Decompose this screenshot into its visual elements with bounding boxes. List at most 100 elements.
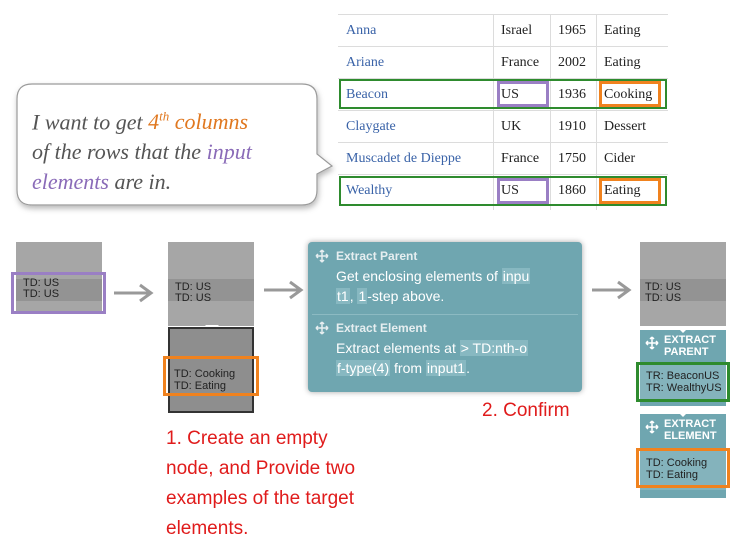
bubble-text-part: of the rows that the [32,139,207,165]
label-line: EXTRACT [664,418,716,430]
move-icon [645,420,659,434]
step2-annotation: 2. Confirm [482,400,570,421]
cell-country: US [501,87,519,102]
move-icon [315,321,329,335]
target-highlight-wealthy [599,178,661,204]
bubble-text-part: I want to get [32,109,149,135]
table-row: Beacon US 1936 Cooking [338,78,668,110]
cell-name[interactable]: Anna [346,23,377,38]
cell-name[interactable]: Wealthy [346,183,393,198]
input-selection-box [11,272,106,314]
input-highlight-wealthy [497,178,549,204]
result-row: TD: Eating [646,469,698,481]
input-highlight-beacon [497,81,549,107]
bubble-text: I want to get 4th columns of the rows th… [32,102,322,197]
cell-name[interactable]: Beacon [346,87,388,102]
cell-food: Eating [604,23,641,38]
node-line: TD: Eating [174,380,226,392]
ordinal-number: 4 [148,109,160,135]
table-row: Wealthy US 1860 Eating [338,174,668,206]
bubble-input-word: input [206,139,252,165]
annotation-line: 1. Create an empty [166,428,328,449]
variable-chip[interactable]: t1 [336,288,350,304]
target-highlight-beacon [599,81,661,107]
node-line: TD: US [175,292,212,304]
panel-text: Get enclosing elements of [336,268,502,284]
node-band [640,279,726,301]
cell-name[interactable]: Claygate [346,119,396,134]
node-band [168,279,254,301]
node-connector-icon [676,410,690,417]
extract-element-results: TD: Cooking TD: Eating [640,450,726,490]
input-node[interactable]: TD: US TD: US [168,242,254,326]
label-line: EXTRACT [664,334,716,346]
data-table: Anna Israel 1965 Eating Ariane France 20… [338,14,668,210]
panel-divider [312,314,578,315]
extract-element-title: Extract Element [336,321,427,335]
cell-country: France [501,55,540,70]
column-divider [493,14,494,210]
node-line: TD: Cooking [174,368,236,380]
row-highlight-wealthy [339,176,667,206]
cell-name[interactable]: Muscadet de Dieppe [346,151,462,166]
selector-chip[interactable]: f-type(4) [336,360,391,376]
parent-result-box [636,362,730,402]
node-line: TD: US [645,281,682,293]
cell-year: 1910 [558,119,586,134]
cell-food: Eating [604,183,641,198]
cell-food: Eating [604,55,641,70]
extract-parent-title: Extract Parent [336,249,418,263]
cell-year: 2002 [558,55,586,70]
cell-food: Dessert [604,119,646,134]
variable-chip[interactable]: input1 [425,360,467,376]
arrow-right-icon [114,283,154,303]
bubble-columns-word: columns [169,109,249,135]
cell-country: UK [501,119,522,134]
table-row: Anna Israel 1965 Eating [338,14,668,46]
input-node[interactable]: TD: US TD: US [16,242,102,312]
cell-country: Israel [501,23,533,38]
row-highlight-beacon [339,79,667,109]
node-connector-icon [676,326,690,333]
suggestion-panel: Extract Parent Get enclosing elements of… [308,242,582,392]
step1-annotation: 1. Create an empty node, and Provide two… [166,424,426,544]
arrow-right-icon [264,280,304,300]
bubble-elements-word: elements [32,169,109,195]
annotation-line: elements. [166,518,249,539]
cell-name[interactable]: Ariane [346,55,385,70]
annotation-line: node, and Provide two [166,458,356,479]
node-line: TD: US [23,277,60,289]
cell-year: 1750 [558,151,586,166]
node-band [16,279,102,301]
node-line: TD: US [175,281,212,293]
column-divider [550,14,551,210]
table-row: Ariane France 2002 Eating [338,46,668,78]
label-line: ELEMENT [664,430,717,442]
panel-text: . [466,360,470,376]
step-chip[interactable]: 1 [357,288,368,304]
input-node[interactable]: TD: US TD: US [640,242,726,326]
move-icon [645,336,659,350]
ordinal-suffix: th [159,109,170,124]
result-row: TD: Cooking [646,457,708,469]
cell-food: Cider [604,151,636,166]
speech-bubble-shape [16,83,334,206]
panel-text: Extract elements at [336,340,460,356]
variable-chip[interactable]: inpu [501,268,531,284]
empty-target-node[interactable]: TD: Cooking TD: Eating [168,327,254,413]
extract-parent-results: TR: BeaconUS TR: WealthyUS [640,364,726,400]
cell-country: France [501,151,540,166]
result-row: TR: WealthyUS [646,382,722,394]
panel-text: -step above. [367,288,445,304]
node-line: TD: US [645,292,682,304]
element-result-box [636,448,730,488]
selector-chip[interactable]: > TD:nth-o [459,340,528,356]
bubble-ordinal: 4th columns [148,109,248,134]
label-line: PARENT [664,346,709,358]
